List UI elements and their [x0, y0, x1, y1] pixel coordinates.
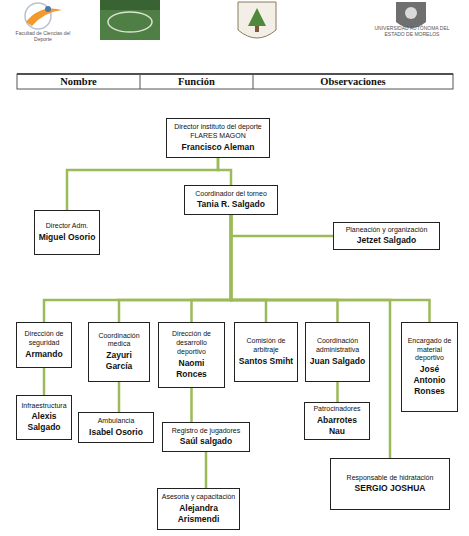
connector-line — [231, 215, 338, 322]
connector-line — [231, 215, 266, 322]
org-box: Coordinador del torneoTania R. Salgado — [184, 185, 278, 215]
connector-line — [192, 215, 232, 322]
shield-outline — [238, 2, 276, 38]
person-name: Naomi Ronces — [162, 358, 221, 380]
table-divider — [253, 74, 254, 89]
org-box: Registro de jugadoresSaúl salgado — [162, 422, 250, 452]
table-row — [17, 74, 453, 89]
role-text: Dirección de seguridad — [20, 330, 68, 348]
org-box: Encargado de material deportivoJosé Anto… — [401, 322, 458, 412]
faculty-logo — [25, 3, 62, 29]
person-name: SERGIO JOSHUA — [355, 483, 426, 494]
org-box: Dirección de desarrollo deportivoNaomi R… — [158, 322, 225, 388]
logo-head — [45, 6, 51, 12]
connector-line — [231, 215, 430, 322]
connector-line — [231, 215, 333, 236]
role-text: Asesoria y capacitación — [162, 493, 236, 502]
role-text: Coordinación medica — [92, 332, 146, 350]
role-text: Ambulancia — [98, 417, 135, 426]
field-band — [100, 0, 160, 10]
person-name: Juan Salgado — [310, 356, 365, 367]
connector-line — [218, 158, 231, 185]
person-name: José Antonio Ronses — [405, 364, 454, 397]
person-name: Isabel Osorio — [89, 427, 143, 438]
shield-tree — [248, 8, 266, 26]
person-name: Saúl salgado — [180, 436, 232, 447]
role-text: Encargado de material deportivo — [405, 337, 454, 363]
person-name: Armando — [25, 349, 62, 360]
field-image — [100, 0, 160, 40]
connector-line — [43, 368, 46, 395]
connector-line — [119, 215, 231, 322]
role-text: Coordinador del torneo — [195, 190, 267, 199]
shield-trunk — [255, 26, 259, 32]
role-text: Responsable de hidratación — [347, 474, 434, 483]
org-box: AmbulanciaIsabel Osorio — [78, 412, 154, 443]
org-box: Planeación y organizaciónJetzet Salgado — [333, 222, 440, 250]
org-box: PatrocinadoresAbarrotes Nau — [304, 402, 370, 440]
logo-caption: Facultad de Ciencias del Deporte — [10, 31, 76, 43]
field-logo — [100, 0, 160, 40]
table-header — [17, 74, 453, 89]
role-text: Comisión de arbitraje — [238, 337, 294, 355]
role-text: Patrocinadores — [313, 405, 360, 414]
crest-shape — [396, 2, 426, 28]
connector-line — [118, 382, 121, 412]
org-box: InfraestructuraAlexis Salgado — [16, 395, 72, 440]
role-text: Director instituto del deporte FLARES MA… — [170, 123, 266, 141]
person-name: Zayuri García — [92, 350, 146, 372]
org-box: Asesoria y capacitaciónAlejandra Arismen… — [157, 488, 240, 530]
org-box: Director instituto del deporte FLARES MA… — [166, 118, 270, 158]
connector-line — [205, 452, 208, 488]
org-box: Responsable de hidrataciónSERGIO JOSHUA — [330, 458, 450, 510]
table-header-cell: Función — [140, 74, 253, 89]
person-name: Francisco Aleman — [182, 142, 255, 153]
person-name: Abarrotes Nau — [308, 415, 366, 437]
org-box: Director Adm.Miguel Osorio — [34, 210, 100, 255]
connector-line — [231, 215, 390, 458]
person-name: Miguel Osorio — [39, 232, 96, 243]
table-rule — [17, 73, 453, 75]
person-name: Alexis Salgado — [20, 411, 68, 433]
role-text: Dirección de desarrollo deportivo — [162, 330, 221, 356]
role-text: Registro de jugadores — [172, 427, 241, 436]
connector-line — [336, 382, 339, 402]
field-mark — [108, 12, 152, 32]
org-box: Dirección de seguridadArmando — [16, 322, 72, 368]
org-box: Comisión de arbitrajeSantos Smiht — [234, 322, 298, 382]
role-text: Director Adm. — [46, 222, 88, 231]
person-name: Tania R. Salgado — [197, 199, 265, 210]
role-text: Planeación y organización — [346, 226, 428, 235]
crest-detail — [405, 7, 417, 19]
person-name: Jetzet Salgado — [357, 235, 417, 246]
person-name: Alejandra Arismendi — [161, 503, 236, 525]
table-divider — [140, 74, 141, 89]
table-header-cell: Observaciones — [253, 74, 453, 89]
logo-caption: UNIVERSIDAD AUTÓNOMA DEL ESTADO DE MOREL… — [372, 26, 452, 38]
connector-line — [190, 388, 193, 422]
table-header-cell: Nombre — [17, 74, 140, 89]
logo-swoosh — [26, 9, 62, 27]
org-box: Coordinación medicaZayuri García — [88, 322, 150, 382]
university-logo — [396, 2, 426, 28]
role-text: Infraestructura — [21, 402, 66, 411]
role-text: Coordinación administrativa — [309, 337, 366, 355]
person-name: Santos Smiht — [239, 356, 293, 367]
shield-logo — [238, 2, 276, 38]
org-box: Coordinación administrativaJuan Salgado — [305, 322, 370, 382]
